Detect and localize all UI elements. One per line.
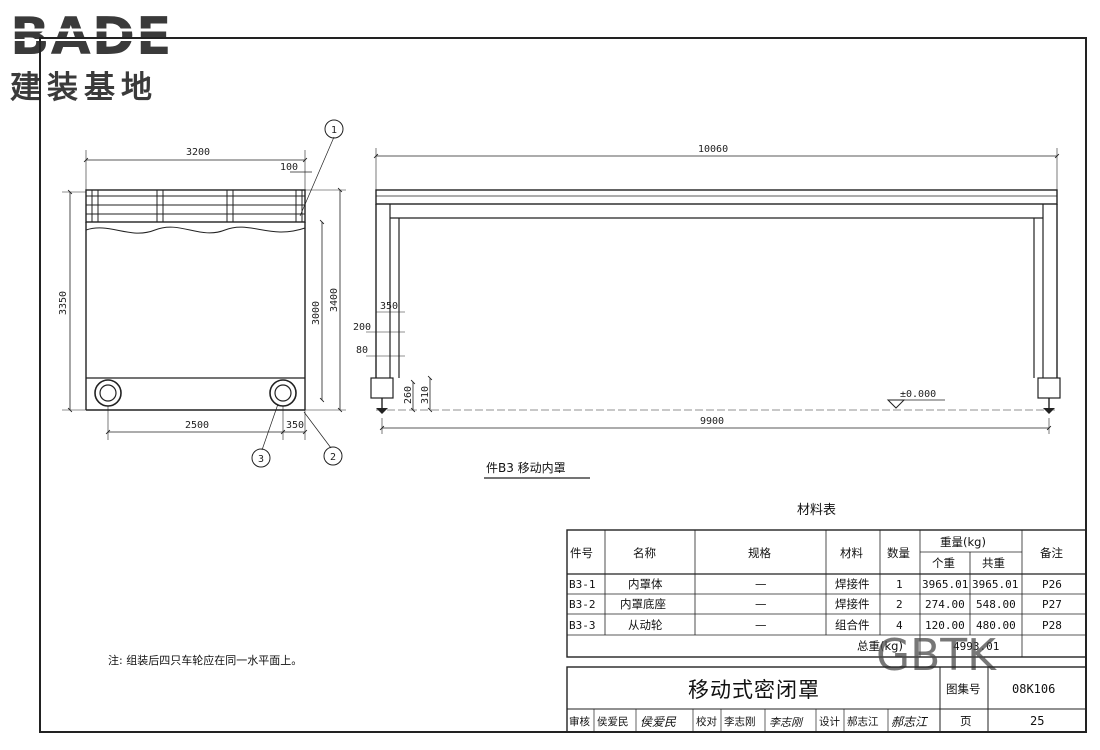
cell-spec: —: [755, 597, 767, 611]
atlas-label: 图集号: [946, 682, 981, 696]
cell-qty: 1: [896, 578, 903, 591]
header-total-weight: 共重: [982, 556, 1005, 570]
dim-total-length: 10060: [698, 144, 728, 155]
cell-part-no: B3-3: [569, 619, 596, 632]
drawing-caption: 件B3 移动内罩: [486, 461, 566, 475]
cell-part-no: B3-2: [569, 598, 596, 611]
cell-material: 焊接件: [835, 597, 870, 611]
review-label: 审核: [569, 715, 590, 728]
balloon-1: 1: [331, 125, 337, 136]
header-name: 名称: [633, 546, 656, 560]
design-label: 设计: [819, 715, 840, 728]
dim-310: 310: [420, 386, 431, 404]
sheet-border: [39, 37, 1087, 733]
cell-part-no: B3-1: [569, 578, 596, 591]
page-number: 25: [1030, 714, 1044, 728]
balloon-3: 3: [258, 454, 264, 465]
review-signature: 侯爱民: [640, 715, 677, 729]
dim-top-width: 3200: [186, 147, 210, 158]
title-block: 移动式密闭罩 图集号 08K106 审核 侯爱民 侯爱民 校对 李志刚 李志刚 …: [566, 666, 1087, 733]
cell-remark: P27: [1042, 598, 1062, 611]
cell-qty: 4: [896, 619, 903, 632]
gbtk-watermark: GBTK: [876, 630, 997, 681]
page-label: 页: [960, 714, 972, 728]
drawing-title: 移动式密闭罩: [688, 678, 820, 702]
total-weight-label: 总重(kg): [857, 639, 903, 653]
table-row: B3-3 从动轮 — 组合件 4 120.00 480.00 P28: [569, 618, 1062, 632]
atlas-number: 08K106: [1012, 682, 1055, 696]
cell-qty: 2: [896, 598, 903, 611]
cell-total-weight: 480.00: [976, 619, 1016, 632]
dim-80: 80: [356, 345, 368, 356]
dim-350: 350: [380, 301, 398, 312]
dim-height-outer: 3350: [58, 291, 69, 315]
elevation-label: ±0.000: [900, 389, 936, 400]
table-row: B3-1 内罩体 — 焊接件 1 3965.01 3965.01 P26: [569, 577, 1062, 591]
dim-wheel-span: 9900: [700, 416, 724, 427]
assembly-note: 注: 组装后四只车轮应在同一水平面上。: [108, 653, 302, 667]
table-row: B3-2 内罩底座 — 焊接件 2 274.00 548.00 P27: [569, 597, 1062, 611]
dim-height-right: 3400: [329, 288, 340, 312]
header-qty: 数量: [887, 546, 910, 560]
design-signature: 郝志江: [891, 715, 929, 729]
cell-material: 焊接件: [835, 577, 870, 591]
cell-total-weight: 548.00: [976, 598, 1016, 611]
dim-top-offset: 100: [280, 162, 298, 173]
cell-spec: —: [755, 618, 767, 632]
header-material: 材料: [840, 546, 863, 560]
header-unit-weight: 个重: [932, 556, 955, 570]
design-name: 郝志江: [847, 715, 879, 728]
cell-unit-weight: 3965.01: [922, 578, 968, 591]
cell-name: 内罩底座: [620, 597, 666, 611]
side-view: 3200 100 3350 3000 3400: [58, 119, 346, 468]
cell-remark: P28: [1042, 619, 1062, 632]
header-part-no: 件号: [570, 546, 593, 560]
total-weight-value: 4993.01: [953, 640, 999, 653]
header-weight: 重量(kg): [940, 535, 986, 549]
materials-table: 材料表 件号 名称 规格 材料 数量 重量(kg) 个重 共重 备注 B3-1 …: [566, 503, 1087, 658]
cell-total-weight: 3965.01: [972, 578, 1018, 591]
cell-remark: P26: [1042, 578, 1062, 591]
header-remark: 备注: [1040, 546, 1063, 560]
cell-unit-weight: 120.00: [925, 619, 965, 632]
cell-unit-weight: 274.00: [925, 598, 965, 611]
dim-200: 200: [353, 322, 371, 333]
materials-title: 材料表: [797, 503, 836, 518]
front-view: 10060 350 200 80 260 310: [353, 144, 1061, 434]
dim-260: 260: [403, 386, 414, 404]
cell-name: 内罩体: [628, 577, 663, 591]
cell-name: 从动轮: [628, 618, 663, 632]
cell-spec: —: [755, 577, 767, 591]
header-spec: 规格: [748, 546, 771, 560]
dim-bottom-span: 2500: [185, 420, 209, 431]
balloon-2: 2: [330, 452, 336, 463]
logo-chinese-text: 建装基地: [10, 70, 158, 106]
cell-material: 组合件: [835, 618, 870, 632]
check-label: 校对: [696, 715, 717, 728]
check-name: 李志刚: [724, 715, 756, 728]
dim-height-inner: 3000: [311, 301, 322, 325]
check-signature: 李志刚: [769, 716, 804, 729]
review-name: 侯爱民: [597, 715, 629, 728]
dim-bottom-offset: 350: [286, 420, 304, 431]
